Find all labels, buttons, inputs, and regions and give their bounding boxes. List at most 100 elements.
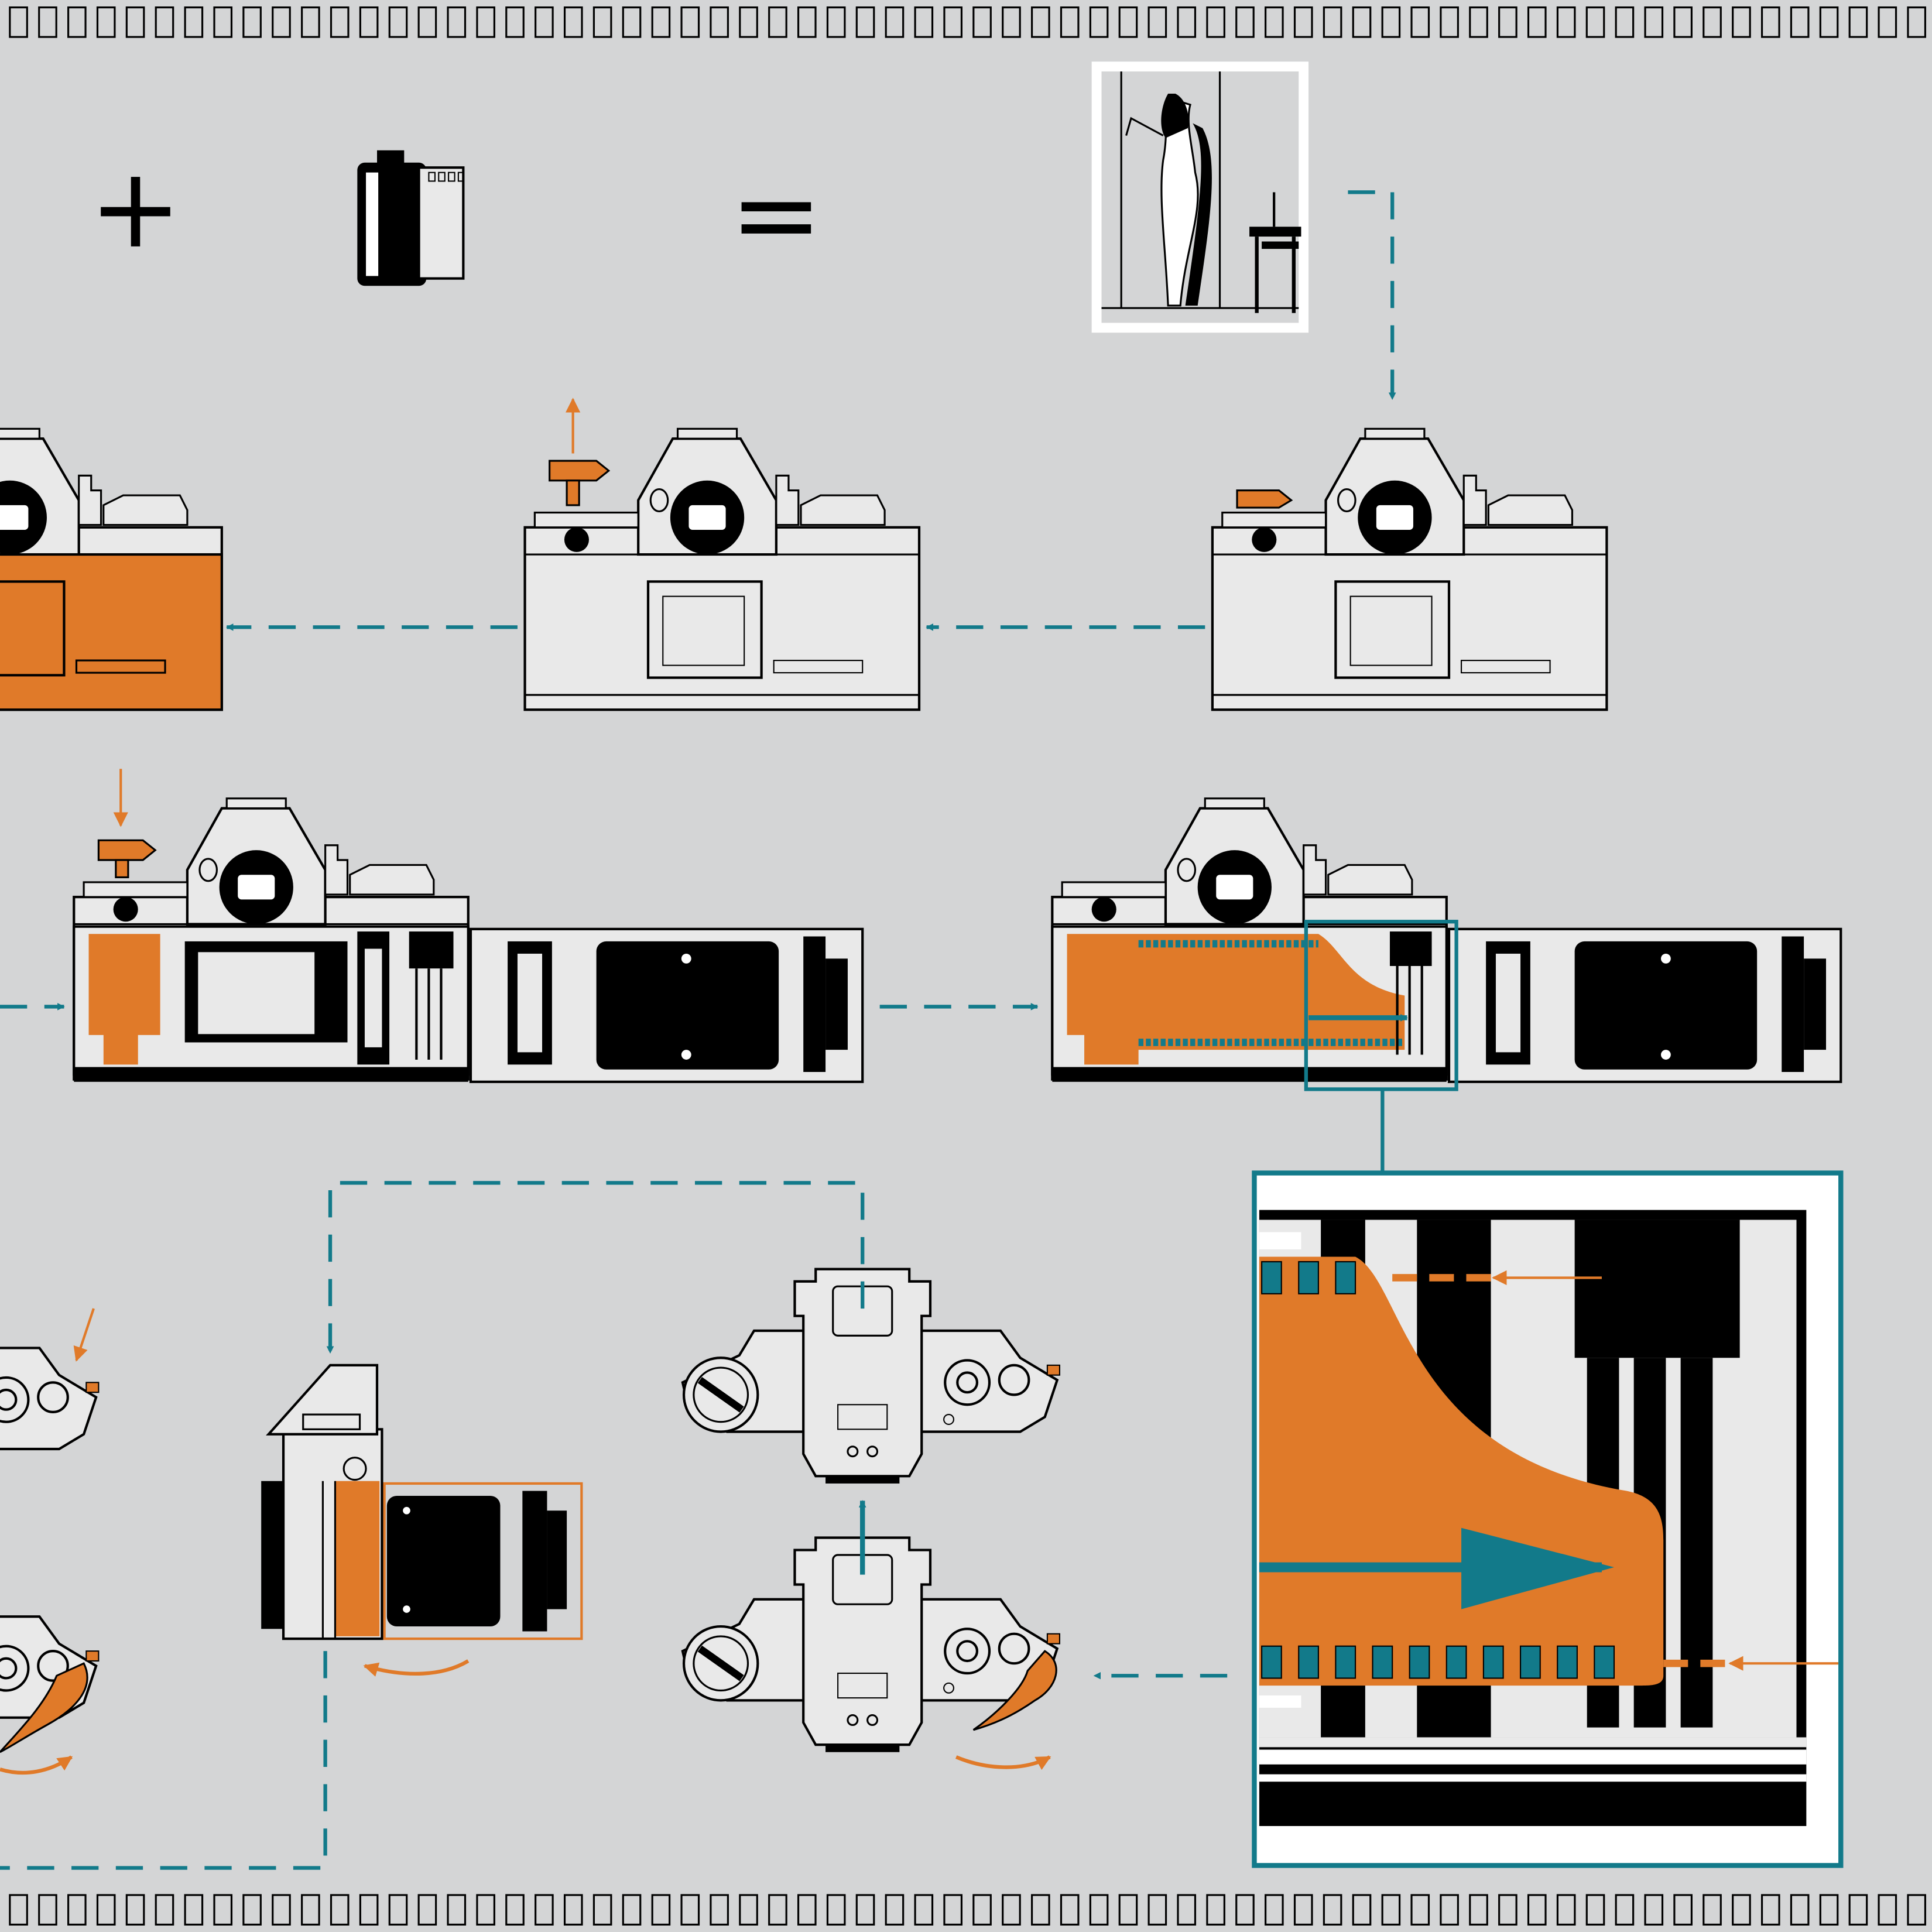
film-canister-icon — [357, 150, 465, 286]
sprocket-hole — [9, 1894, 28, 1926]
sprocket-hole — [1177, 6, 1197, 38]
sprocket-hole — [914, 6, 934, 38]
photo-print-icon — [1091, 61, 1309, 333]
sprocket-hole — [1440, 6, 1459, 38]
sprocket-hole — [885, 6, 905, 38]
sprocket-hole — [38, 1894, 57, 1926]
sprocket-hole — [1790, 6, 1810, 38]
sprocket-hole — [96, 6, 116, 38]
sprocket-hole — [1760, 1894, 1780, 1926]
sprocket-hole — [1031, 1894, 1050, 1926]
sprocket-hole — [710, 6, 729, 38]
sprocket-hole — [1293, 1894, 1313, 1926]
sprocket-hole — [1235, 6, 1255, 38]
sprocket-hole — [301, 1894, 320, 1926]
sprocket-hole — [1352, 6, 1372, 38]
sprocket-hole — [1527, 6, 1547, 38]
sprocket-hole — [447, 1894, 467, 1926]
plus-symbol: + — [89, 143, 182, 273]
sprocket-hole — [272, 6, 291, 38]
sprocket-hole — [1002, 1894, 1021, 1926]
sprocket-hole — [1907, 6, 1927, 38]
sprocket-hole — [447, 6, 467, 38]
sprocket-hole — [563, 1894, 583, 1926]
sprocket-hole — [125, 6, 145, 38]
sprocket-hole — [1848, 1894, 1868, 1926]
sprocket-hole — [1410, 6, 1430, 38]
sprocket-hole — [1177, 1894, 1197, 1926]
sprocket-hole — [1235, 1894, 1255, 1926]
sprocket-hole — [651, 6, 671, 38]
sprocket-hole — [1498, 6, 1517, 38]
sprocket-hole — [1440, 1894, 1459, 1926]
sprocket-hole — [1118, 1894, 1138, 1926]
sprocket-hole — [9, 6, 28, 38]
sprocket-hole — [768, 6, 787, 38]
sprocket-hole — [943, 1894, 963, 1926]
camera-top-view-partial-upper — [0, 1286, 98, 1501]
sprocket-hole — [1907, 1894, 1927, 1926]
sprocket-hole — [213, 1894, 233, 1926]
sprocket-hole — [67, 6, 87, 38]
sprocket-hole — [1469, 1894, 1488, 1926]
sprocket-border-top — [9, 6, 1927, 38]
sprocket-hole — [1147, 1894, 1167, 1926]
sprocket-hole — [1790, 1894, 1810, 1926]
sprocket-hole — [242, 1894, 262, 1926]
sprocket-hole — [184, 6, 204, 38]
flow-arrows — [0, 190, 1396, 1870]
sprocket-hole — [1031, 6, 1050, 38]
sprocket-hole — [1673, 6, 1693, 38]
sprocket-hole — [1732, 1894, 1751, 1926]
sprocket-hole — [1644, 6, 1664, 38]
camera-open-back-film-loaded — [1052, 799, 1842, 1091]
sprocket-hole — [1585, 1894, 1605, 1926]
sprocket-hole — [1585, 6, 1605, 38]
sprocket-hole — [710, 1894, 729, 1926]
sprocket-hole — [1060, 1894, 1080, 1926]
sprocket-hole — [1469, 6, 1488, 38]
sprocket-hole — [96, 1894, 116, 1926]
sprocket-hole — [622, 1894, 642, 1926]
sprocket-hole — [1206, 6, 1225, 38]
sprocket-hole — [125, 1894, 145, 1926]
sprocket-hole — [1848, 6, 1868, 38]
camera-open-back-loading — [73, 769, 864, 1083]
sprocket-hole — [1147, 6, 1167, 38]
camera-top-view-upper — [683, 1269, 1060, 1484]
sprocket-hole — [359, 6, 379, 38]
sprocket-hole — [1323, 1894, 1342, 1926]
sprocket-hole — [1556, 1894, 1576, 1926]
sprocket-hole — [972, 1894, 992, 1926]
film-leader-detail-panel — [1252, 1089, 1844, 1868]
sprocket-hole — [1060, 6, 1080, 38]
sprocket-hole — [739, 6, 758, 38]
sprocket-hole — [972, 6, 992, 38]
sprocket-hole — [1760, 6, 1780, 38]
sprocket-hole — [1381, 6, 1401, 38]
sprocket-hole — [1644, 1894, 1664, 1926]
sprocket-hole — [826, 6, 846, 38]
sprocket-hole — [1410, 1894, 1430, 1926]
sprocket-hole — [213, 6, 233, 38]
sprocket-hole — [1703, 6, 1722, 38]
sprocket-hole — [739, 1894, 758, 1926]
sprocket-hole — [1265, 6, 1284, 38]
sprocket-hole — [622, 6, 642, 38]
sprocket-hole — [1352, 1894, 1372, 1926]
sprocket-hole — [1819, 1894, 1839, 1926]
sprocket-hole — [330, 6, 350, 38]
sprocket-hole — [1089, 1894, 1109, 1926]
sprocket-hole — [155, 6, 174, 38]
sprocket-hole — [155, 1894, 174, 1926]
sprocket-hole — [1615, 6, 1635, 38]
sprocket-hole — [1498, 1894, 1517, 1926]
sprocket-hole — [885, 1894, 905, 1926]
camera-back-open — [0, 429, 223, 711]
sprocket-hole — [417, 1894, 437, 1926]
sprocket-hole — [797, 1894, 817, 1926]
sprocket-hole — [67, 1894, 87, 1926]
sprocket-hole — [505, 6, 525, 38]
sprocket-hole — [680, 1894, 700, 1926]
